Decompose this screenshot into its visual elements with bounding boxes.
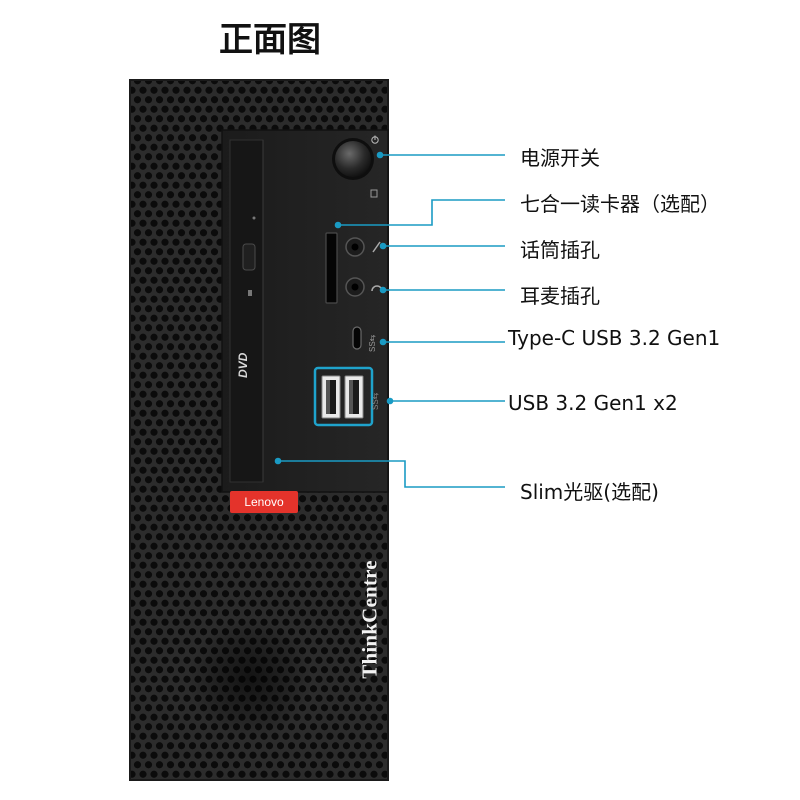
callout-type-c: Type-C USB 3.2 Gen1 — [508, 326, 721, 350]
eject-button — [242, 243, 256, 271]
microphone-icon — [372, 241, 381, 253]
page-title: 正面图 — [219, 20, 321, 60]
type-c-icon: SS⇆ — [368, 334, 377, 352]
callout-line-optical-drive — [278, 460, 505, 488]
callout-line-card-reader — [338, 199, 505, 226]
callout-optical-drive: Slim光驱(选配) — [520, 480, 659, 504]
callout-card-reader: 七合一读卡器（选配） — [520, 192, 720, 216]
callout-microphone-jack: 话筒插孔 — [520, 238, 600, 262]
type-c-port — [352, 326, 362, 350]
callout-headset-jack: 耳麦插孔 — [520, 284, 600, 308]
callout-lines — [274, 151, 505, 488]
thinkcentre-logo: ThinkCentre — [357, 560, 382, 679]
optical-drive: DVD — [229, 139, 264, 483]
power-icon — [371, 135, 379, 144]
usb-highlight-box — [313, 366, 374, 427]
usb-a-port-1[interactable] — [321, 375, 341, 419]
callout-power-switch: 电源开关 — [520, 146, 600, 170]
card-reader-slot — [325, 232, 338, 304]
usb-icon: SS⇆ — [371, 392, 380, 410]
lenovo-logo: Lenovo — [230, 491, 298, 513]
dvd-logo: DVD — [236, 352, 250, 378]
callout-usb-a: USB 3.2 Gen1 x2 — [508, 391, 678, 415]
power-button[interactable] — [332, 138, 374, 180]
drive-activity-icon — [370, 189, 378, 198]
microphone-jack[interactable] — [345, 237, 365, 257]
usb-a-port-2[interactable] — [344, 375, 364, 419]
headset-jack[interactable] — [345, 277, 365, 297]
speaker-grille — [188, 618, 312, 738]
